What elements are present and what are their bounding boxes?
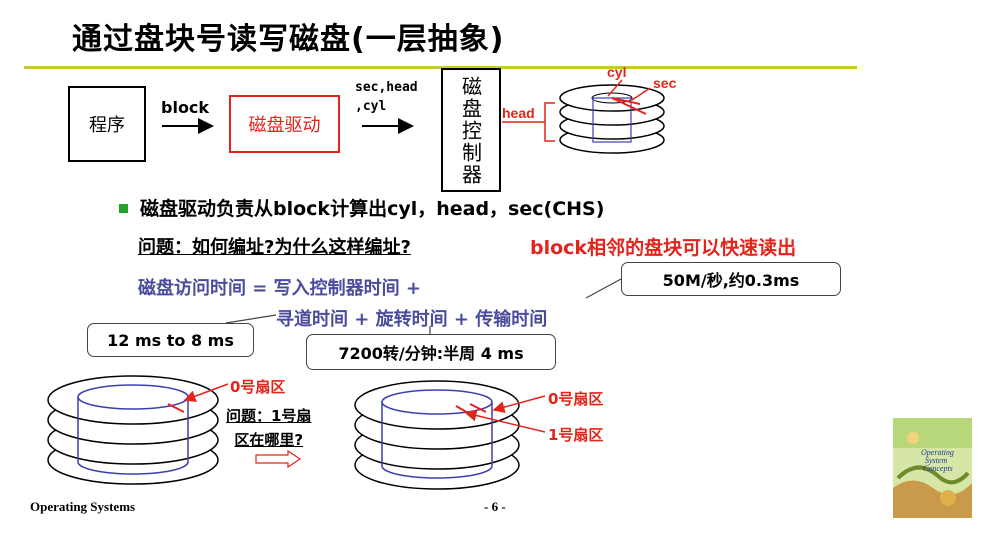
callout-transfer-text: 50M/秒,约0.3ms bbox=[662, 271, 800, 290]
question-text: 问题：如何编址?为什么这样编址? bbox=[138, 237, 411, 258]
callout-seek-time: 12 ms to 8 ms bbox=[87, 323, 254, 357]
sector-question-line1: 问题：1号扇 bbox=[226, 407, 312, 425]
hollow-arrow-icon bbox=[255, 449, 302, 469]
book-title-line2: System bbox=[925, 456, 947, 465]
callout-rotation-time: 7200转/分钟:半周 4 ms bbox=[306, 334, 556, 370]
chs-label-line1: sec,head bbox=[355, 80, 418, 95]
callout-transfer-pointer bbox=[585, 278, 622, 299]
sector1-right-label: 1号扇区 bbox=[548, 426, 604, 444]
title-underline bbox=[24, 66, 857, 69]
footer-course-name: Operating Systems bbox=[30, 499, 136, 514]
book-title-line1: Operating bbox=[921, 448, 954, 457]
bullet-text: 磁盘驱动负责从block计算出cyl，head，sec(CHS) bbox=[140, 198, 605, 220]
callout-seek-text: 12 ms to 8 ms bbox=[107, 330, 234, 350]
formula-line2: 寻道时间 + 旋转时间 + 传输时间 bbox=[276, 309, 548, 330]
sector0-right-label: 0号扇区 bbox=[548, 390, 604, 408]
sec-label: sec bbox=[653, 75, 677, 91]
program-label: 程序 bbox=[89, 115, 125, 136]
block-label: block bbox=[161, 98, 210, 117]
disk-driver-box: 磁盘驱动 bbox=[229, 95, 340, 153]
bullet-marker bbox=[119, 204, 128, 213]
sector-question: 问题：1号扇 区在哪里? bbox=[226, 404, 311, 452]
slide-title: 通过盘块号读写磁盘(一层抽象) bbox=[72, 22, 505, 57]
cyl-label: cyl bbox=[607, 64, 626, 80]
book-cover-image: Operating System Concepts bbox=[893, 418, 972, 518]
callout-seek-pointer bbox=[225, 314, 277, 324]
sector0-left-label: 0号扇区 bbox=[230, 378, 286, 396]
book-title-line3: Concepts bbox=[923, 464, 953, 473]
page-number: - 6 - bbox=[484, 499, 506, 514]
disk-platter-stack-left bbox=[47, 375, 219, 485]
disk-controller-label: 磁盘控制器 bbox=[458, 76, 483, 186]
cyl-pointer bbox=[607, 79, 623, 97]
sector0-left-arrow bbox=[183, 383, 229, 402]
sec-pointer bbox=[631, 87, 651, 101]
head-bracket bbox=[544, 102, 555, 142]
disk-driver-label: 磁盘驱动 bbox=[248, 115, 321, 136]
question-answer: block相邻的盘块可以快速读出 bbox=[530, 237, 797, 259]
sector0-right-arrow bbox=[492, 395, 546, 414]
callout-transfer-time: 50M/秒,约0.3ms bbox=[621, 262, 841, 296]
chs-label-line2: ,cyl bbox=[355, 99, 387, 114]
sector-question-line2: 区在哪里? bbox=[234, 431, 304, 449]
disk-platter-stack-right bbox=[354, 380, 520, 490]
disk-platter-stack-top bbox=[559, 84, 665, 154]
head-label: head bbox=[502, 105, 535, 121]
program-box: 程序 bbox=[68, 86, 146, 162]
disk-controller-box: 磁盘控制器 bbox=[441, 68, 501, 192]
formula-line1: 磁盘访问时间 = 写入控制器时间 + bbox=[138, 278, 421, 299]
sector1-right-arrow bbox=[464, 409, 546, 433]
callout-rotation-text: 7200转/分钟:半周 4 ms bbox=[338, 344, 524, 363]
